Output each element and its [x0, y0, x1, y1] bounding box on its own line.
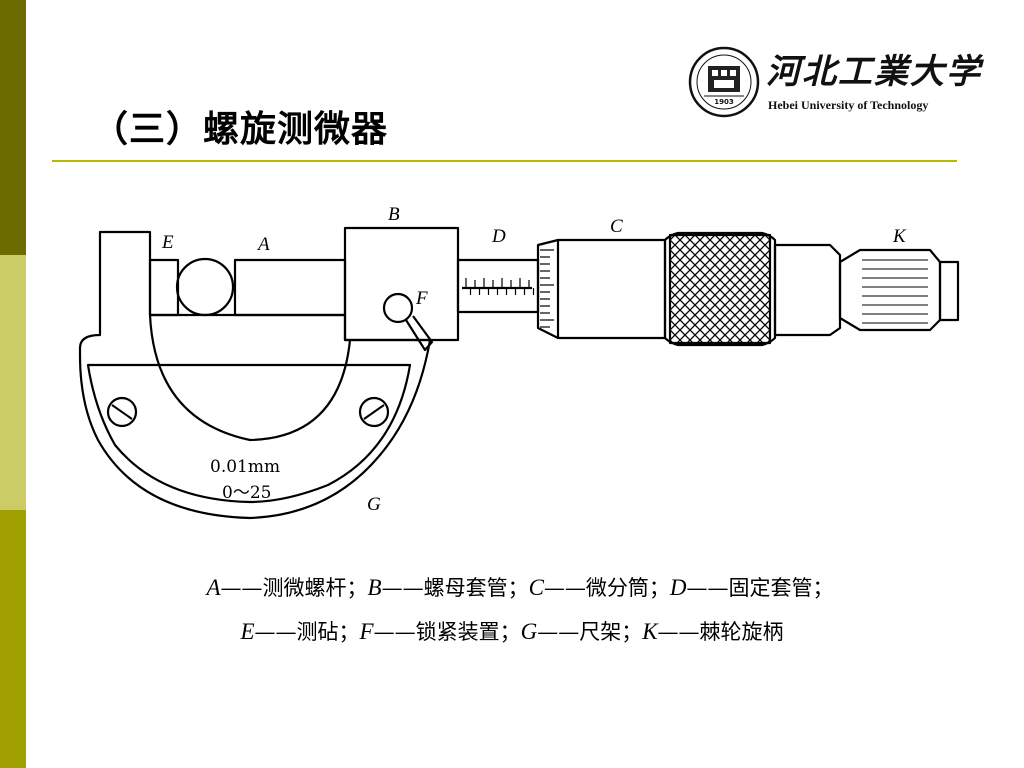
legend-letter: F [359, 619, 374, 644]
legend-letter: G [520, 619, 538, 644]
legend-letter: K [642, 619, 658, 644]
legend-description: ——测微螺杆； [220, 576, 368, 600]
university-name-en: Hebei University of Technology [768, 98, 929, 112]
legend-description: ——尺架； [537, 620, 643, 644]
label-E: E [161, 232, 174, 253]
legend-letter: E [240, 619, 255, 644]
label-A: A [256, 234, 270, 255]
legend-description: ——固定套管； [686, 576, 834, 600]
university-seal-icon: 1903 [688, 46, 760, 118]
sidebar-segment-mid [0, 510, 26, 768]
legend-description: ——螺母套管； [381, 576, 529, 600]
rear-cylinder [773, 243, 842, 337]
university-logo: 1903 河北工業大学 Hebei University of Technolo… [688, 44, 980, 120]
label-G: G [367, 494, 381, 515]
legend-letter: C [528, 575, 544, 600]
slide-title: （三）螺旋测微器 [92, 108, 389, 150]
micrometer-diagram: E A B D C K F G 0.01mm 0～25 [78, 204, 960, 520]
sidebar-segment-light [0, 255, 26, 510]
label-D: D [491, 226, 506, 247]
label-K: K [892, 226, 907, 247]
frame-range-text: 0～25 [222, 483, 271, 503]
slide-sidebar [0, 0, 26, 768]
spindle [233, 258, 347, 317]
seal-year: 1903 [714, 98, 734, 106]
sleeve-scale [465, 278, 535, 295]
university-name-cn: 河北工業大学 [766, 52, 982, 92]
sidebar-segment-dark [0, 0, 26, 255]
legend-line-1: A——测微螺杆；B——螺母套管；C——微分筒；D——固定套管； [8, 572, 1024, 602]
lock-knob [382, 292, 414, 324]
legend-description: ——微分筒； [543, 576, 670, 600]
label-C: C [610, 216, 623, 237]
thimble-scale [540, 249, 554, 328]
frame-inner-arc [148, 314, 352, 442]
label-F: F [415, 288, 428, 309]
legend-description: ——棘轮旋柄 [657, 620, 784, 644]
legend-description: ——锁紧装置； [373, 620, 521, 644]
sleeve [456, 258, 540, 314]
legend-letter: D [669, 575, 687, 600]
ratchet-grooves [862, 259, 928, 324]
frame-band [86, 363, 412, 504]
legend-letter: B [367, 575, 382, 600]
title-divider [52, 160, 957, 162]
label-B: B [388, 204, 400, 225]
legend-letter: A [206, 575, 221, 600]
knurled-grip [668, 233, 772, 345]
legend-description: ——测砧； [254, 620, 360, 644]
frame-screw-left [106, 396, 138, 428]
frame-precision-text: 0.01mm [210, 457, 280, 477]
legend-line-2: E——测砧；F——锁紧装置；G——尺架；K——棘轮旋柄 [0, 616, 1024, 646]
frame-outline [78, 230, 432, 520]
barrel-nut [343, 226, 460, 342]
measured-ball [175, 257, 235, 317]
anvil [148, 258, 180, 317]
frame-screw-right [358, 396, 390, 428]
ratchet-knob [838, 248, 942, 332]
lock-lever [405, 315, 434, 352]
ratchet-end [938, 260, 960, 322]
